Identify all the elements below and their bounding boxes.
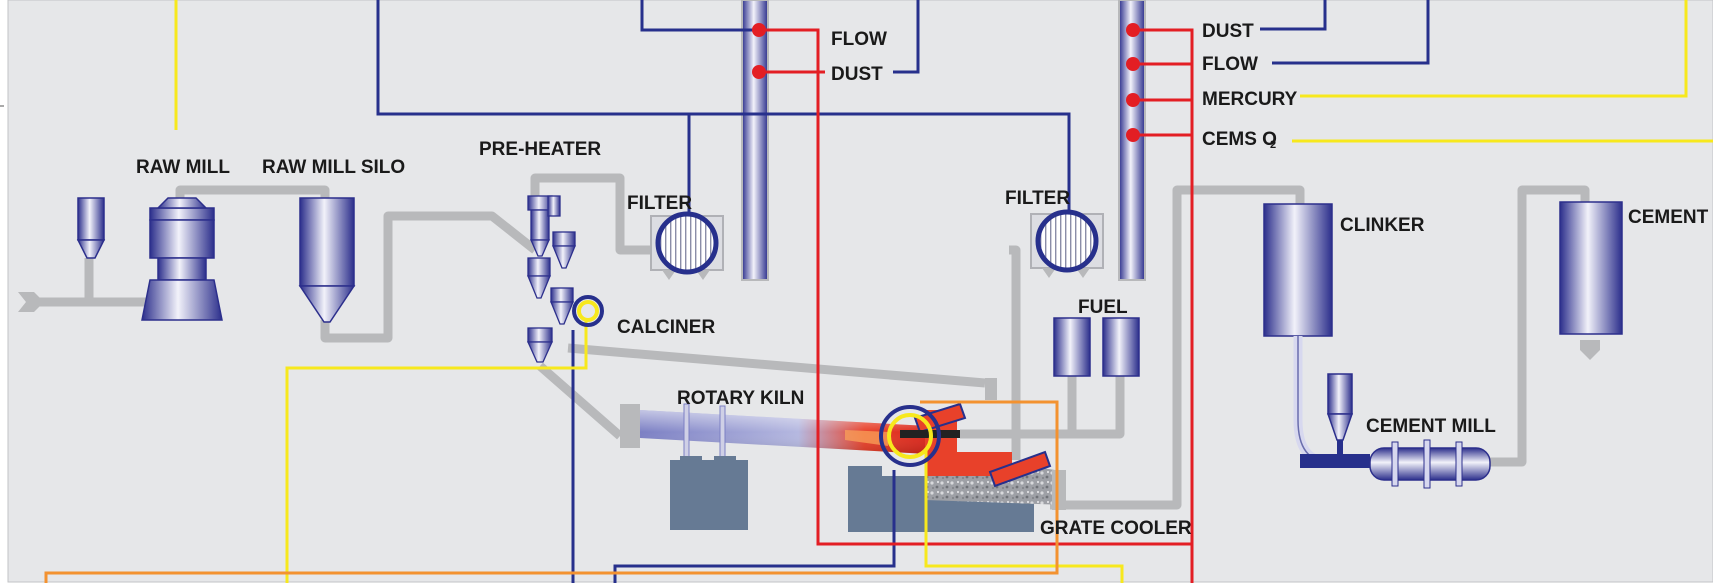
navy-signal-lines — [376, 0, 1430, 583]
yellow-signal-lines — [174, 0, 1713, 583]
fuel-line — [1067, 376, 1125, 439]
clinker-silo — [1263, 203, 1372, 467]
sensor-dots — [752, 23, 1140, 142]
rotary-kiln — [640, 403, 928, 467]
feed-arrow — [18, 292, 44, 312]
right-mercury-sensor — [1126, 93, 1140, 107]
calciner-ring-outer — [572, 295, 604, 327]
grate-cooler-label: GRATE COOLER — [1040, 518, 1192, 539]
preheater-to-kiln-chute — [537, 362, 623, 440]
cement-label: CEMENT — [1628, 207, 1709, 228]
fuel-silo-1 — [1053, 317, 1091, 377]
cement-outlet-arrow — [1580, 340, 1600, 360]
yellow-calciner-loop — [285, 320, 588, 583]
cooler-to-clinker-pipe — [1050, 185, 1305, 510]
navy-left-dust — [893, 0, 920, 74]
material-pipes — [28, 173, 1590, 510]
clinker-label: CLINKER — [1340, 215, 1425, 236]
navy-right-dust — [1260, 0, 1327, 31]
kiln-ring-outer — [879, 405, 941, 467]
navy-header-line — [376, 0, 1071, 212]
filter-left-label: FILTER — [627, 193, 692, 214]
fuel-silo-2 — [1102, 317, 1140, 377]
orange-kiln-loop — [44, 400, 1059, 583]
kiln-drive-left — [670, 460, 748, 530]
right-stack-cems-subscript: 2 — [1270, 139, 1276, 151]
fuel-label: FUEL — [1078, 297, 1128, 318]
raw-mill — [141, 197, 223, 321]
right-flow-sensor — [1126, 57, 1140, 71]
yellow-mercury — [1300, 0, 1688, 98]
cement-mill-to-silo-pipe — [1490, 185, 1590, 467]
red-left-stack-loop — [760, 28, 1192, 546]
silo-to-preheater-pipe — [320, 211, 538, 343]
left-flow-sensor — [752, 23, 766, 37]
feed-hopper — [76, 197, 106, 259]
kiln-ring-inner — [887, 413, 933, 459]
left-stack — [741, 0, 769, 281]
filter-right-label: FILTER — [1005, 188, 1070, 209]
right-stack-flow-label: FLOW — [1202, 54, 1258, 75]
red-signal-lines — [760, 28, 1194, 583]
right-stack-dust-label: DUST — [1202, 21, 1254, 42]
rotary-kiln-label: ROTARY KILN — [677, 388, 804, 409]
left-stack-dust-label: DUST — [831, 64, 883, 85]
right-stack-mercury-label: MERCURY — [1202, 89, 1298, 110]
cement-mill-label: CEMENT MILL — [1366, 416, 1496, 437]
raw-mill-silo — [298, 197, 356, 323]
right-cems-sensor — [1126, 128, 1140, 142]
filter-left — [650, 211, 724, 280]
navy-left-stack-flow — [640, 0, 755, 32]
raw-mill-label: RAW MILL — [136, 157, 230, 178]
calciner-ring-inner — [577, 300, 599, 322]
kiln-drive-left-cap2 — [714, 456, 736, 466]
left-dust-sensor — [752, 65, 766, 79]
filter-right — [1030, 209, 1104, 278]
kiln-inlet-stub — [985, 378, 997, 400]
calciner-label: CALCINER — [617, 317, 715, 338]
kiln-drive-right-cap — [848, 466, 882, 484]
navy-right-flow — [1272, 0, 1430, 65]
pre-heater-tower — [526, 195, 576, 363]
pre-heater-label: PRE-HEATER — [479, 139, 601, 160]
kiln-feed-hood — [620, 404, 640, 448]
right-stack-cems-label: CEMS O — [1202, 129, 1277, 150]
calciner-to-kiln-duct — [567, 343, 986, 388]
preheater-to-filter-pipe — [530, 173, 660, 255]
red-right-stack-trunk — [1133, 28, 1194, 583]
right-dust-sensor — [1126, 23, 1140, 37]
yellow-kiln-loop — [924, 450, 1124, 583]
left-stack-flow-label: FLOW — [831, 29, 887, 50]
right-filter-drop-pipe — [1009, 245, 1021, 460]
orange-signal-lines — [44, 400, 1059, 583]
cement-mill — [1300, 373, 1491, 489]
raw-mill-silo-label: RAW MILL SILO — [262, 157, 405, 178]
cement-silo — [1559, 201, 1623, 335]
kiln-drive-left-cap — [680, 456, 702, 466]
